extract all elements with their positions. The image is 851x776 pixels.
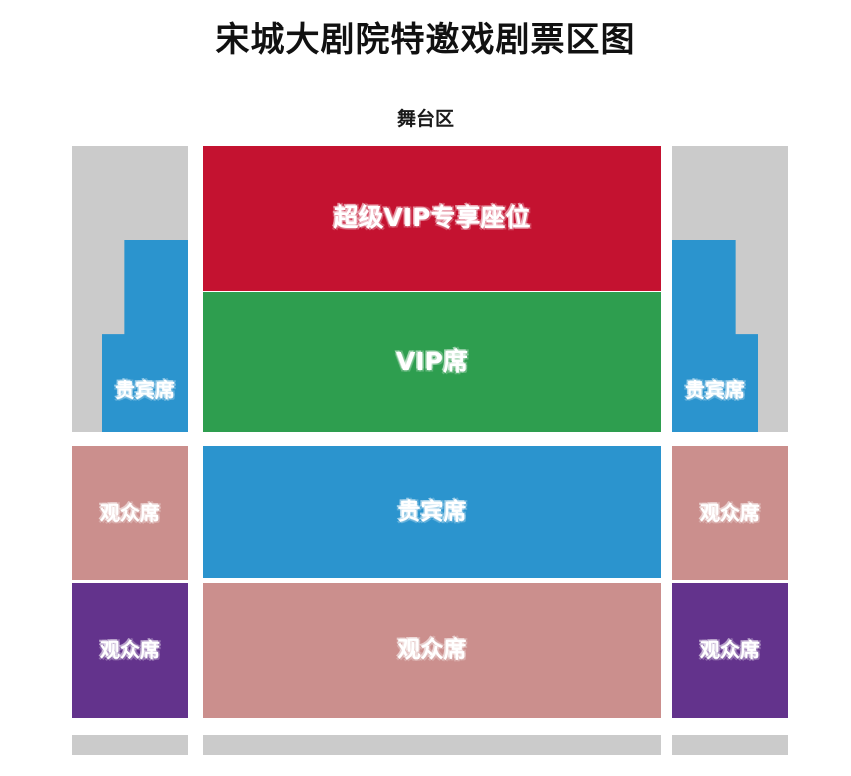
zone-guest-center-label: 贵宾席 <box>397 498 467 525</box>
zone-audience-left-rose-label: 观众席 <box>100 500 160 525</box>
zone-audience-center[interactable]: 观众席 <box>203 583 661 718</box>
stage-area-label: 舞台区 <box>396 108 454 130</box>
zone-super-vip-label: 超级VIP专享座位 <box>333 203 531 233</box>
footer-strip-left <box>72 735 188 755</box>
zone-audience-center-label: 观众席 <box>397 637 467 664</box>
zone-vip[interactable]: VIP席 <box>203 292 661 432</box>
zone-vip-label: VIP席 <box>396 346 468 376</box>
zone-super-vip[interactable]: 超级VIP专享座位 <box>203 146 661 291</box>
zone-audience-right-purple-label: 观众席 <box>700 638 760 662</box>
zone-guest-center[interactable]: 贵宾席 <box>203 446 661 578</box>
zone-audience-right-rose-label: 观众席 <box>700 500 760 525</box>
zone-audience-right-rose[interactable]: 观众席 <box>672 446 788 580</box>
zone-audience-left-rose[interactable]: 观众席 <box>72 446 188 580</box>
footer-strip-right <box>672 735 788 755</box>
footer-strip-center <box>203 735 661 755</box>
zone-audience-right-purple[interactable]: 观众席 <box>672 583 788 718</box>
zone-audience-left-purple[interactable]: 观众席 <box>72 583 188 718</box>
zone-audience-left-purple-label: 观众席 <box>100 638 160 662</box>
page-title: 宋城大剧院特邀戏剧票区图 <box>215 20 636 60</box>
